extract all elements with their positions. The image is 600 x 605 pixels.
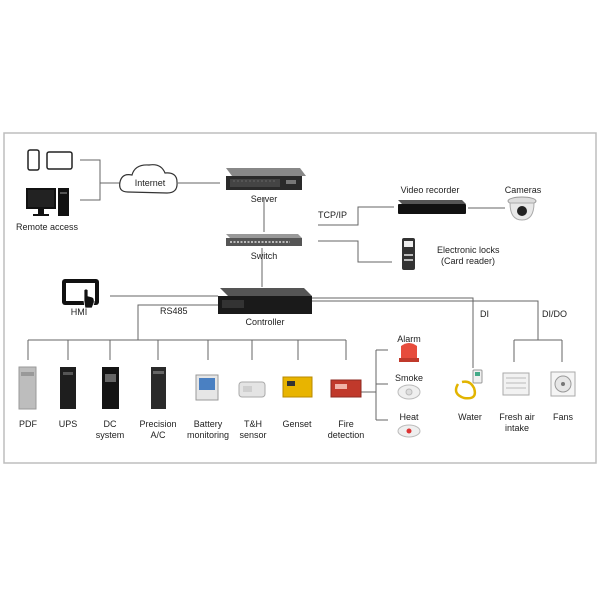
connection-lines	[27, 159, 563, 421]
ups-cabinet-icon	[60, 367, 76, 409]
precision-ac-cabinet-icon	[151, 367, 166, 409]
device-label-genset: Genset	[276, 419, 318, 430]
water-label: Water	[458, 412, 482, 422]
heat-label: Heat	[399, 412, 419, 422]
electronic-locks-label: Electronic locks	[437, 245, 500, 255]
device-label-line1: Battery	[193, 419, 223, 429]
smoke-label: Smoke	[394, 373, 423, 383]
internet-label: Internet	[134, 178, 166, 188]
switch-label: Switch	[250, 251, 278, 261]
hmi-label: HMI	[70, 307, 88, 317]
water-leak-sensor-icon	[454, 369, 483, 400]
fresh-air-intake-icon	[502, 372, 530, 396]
remote-access-label: Remote access	[15, 222, 79, 232]
device-label-pdf: PDF	[8, 419, 48, 430]
fans-label: Fans	[552, 412, 573, 422]
device-label-line1: Precision	[139, 419, 177, 429]
device-label-line1: T&H	[244, 419, 262, 429]
fan-unit-icon	[550, 371, 576, 397]
server-icon	[226, 168, 306, 190]
camera-icon	[507, 196, 537, 221]
di-do-label: DI/DO	[542, 309, 568, 319]
heat-detector-icon	[397, 424, 421, 438]
device-label-ups: UPS	[48, 419, 88, 430]
device-label-line1: PDF	[19, 419, 37, 429]
fresh-air-line2: intake	[504, 423, 530, 433]
battery-monitor-icon	[195, 374, 219, 401]
device-label-line1: DC	[103, 419, 117, 429]
cameras-label: Cameras	[504, 185, 542, 195]
di-label: DI	[480, 309, 489, 319]
device-label-line1: Fire	[338, 419, 354, 429]
hmi-touchscreen-icon	[62, 279, 99, 309]
device-label-line2: monitoring	[186, 430, 230, 440]
smoke-detector-icon	[397, 384, 421, 400]
tcp-ip-label: TCP/IP	[318, 210, 348, 220]
device-label-precision-ac: Precision A/C	[133, 419, 183, 441]
genset-icon	[282, 376, 313, 398]
device-label-line2: sensor	[239, 430, 267, 440]
server-label: Server	[250, 194, 278, 204]
device-label-line2: A/C	[150, 430, 166, 440]
tablet-icon	[46, 151, 73, 170]
alarm-label: Alarm	[397, 334, 421, 344]
network-switch-icon	[226, 234, 302, 246]
device-label-line1: UPS	[58, 419, 78, 429]
device-label-dc-system: DC system	[88, 419, 132, 441]
card-reader-label: (Card reader)	[441, 256, 496, 266]
fresh-air-intake-label: Fresh air intake	[494, 412, 540, 434]
fire-detection-panel-icon	[330, 379, 362, 398]
alarm-siren-icon	[399, 343, 419, 362]
rs485-label: RS485	[160, 306, 188, 316]
device-label-battery-monitoring: Battery monitoring	[180, 419, 236, 441]
device-label-line2: detection	[327, 430, 365, 440]
device-label-line1: Genset	[282, 419, 312, 429]
controller-label: Controller	[245, 317, 285, 327]
video-recorder-icon	[398, 200, 466, 214]
desktop-icon	[26, 188, 69, 216]
video-recorder-label: Video recorder	[400, 185, 460, 195]
cloud-icon	[119, 164, 178, 194]
pdf-cabinet-icon	[18, 366, 37, 410]
phone-icon	[27, 149, 40, 171]
device-label-th-sensor: T&H sensor	[234, 419, 272, 441]
device-label-fire-detection: Fire detection	[320, 419, 372, 441]
th-sensor-icon	[238, 381, 266, 398]
fresh-air-line1: Fresh air	[499, 412, 535, 422]
electronic-lock-icon	[402, 238, 415, 270]
dc-system-cabinet-icon	[102, 367, 119, 409]
device-label-line2: system	[95, 430, 125, 440]
controller-icon	[218, 288, 312, 314]
